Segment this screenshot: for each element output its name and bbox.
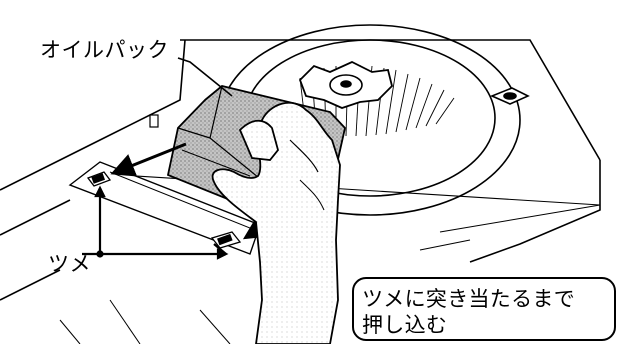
hand-illustration [211, 101, 341, 344]
claw-slot-lower [210, 231, 242, 249]
claw-label: ツメ [48, 252, 91, 276]
oil-pack-leader-line [177, 57, 233, 97]
claw-slot-upper [86, 171, 112, 187]
instruction-callout: ツメに突き当たるまで 押し込む [352, 277, 616, 341]
tsume-leader-lines [82, 185, 229, 260]
instruction-line-1: ツメに突き当たるまで [362, 287, 575, 311]
latch-clip [489, 87, 530, 105]
oil-pack-label: オイルパック [40, 38, 169, 62]
instruction-line-2: 押し込む [362, 313, 448, 337]
